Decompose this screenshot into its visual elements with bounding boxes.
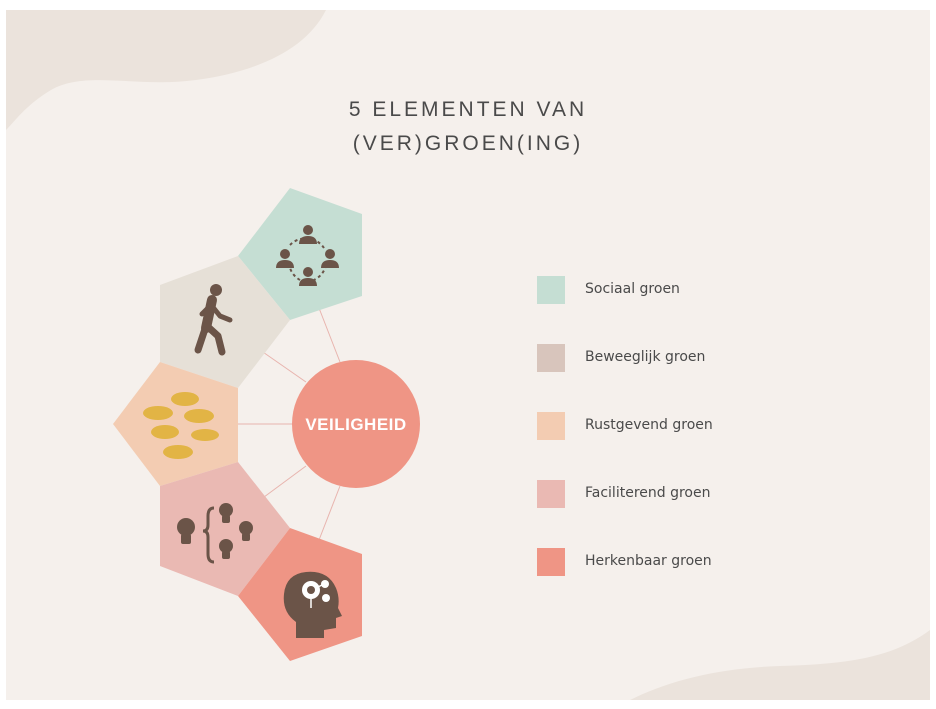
center-circle: [292, 360, 420, 488]
legend-item-faciliterend-groen: Faciliterend groen: [537, 480, 777, 508]
legend-item-beweeglijk-groen: Beweeglijk groen: [537, 344, 777, 372]
lightbulbs-icon: [177, 503, 253, 564]
title-line-1: 5 ELEMENTEN VAN: [348, 98, 588, 121]
legend-label: Beweeglijk groen: [585, 349, 706, 365]
legend-label: Sociaal groen: [585, 281, 680, 297]
center-label: VEILIGHEID: [305, 415, 406, 434]
title-line-2: (VER)GROEN(ING): [352, 132, 584, 155]
pentagon-rustgevend-groen: [113, 362, 238, 486]
background-blob-top-left: [6, 10, 326, 130]
pentagon-sociaal-groen: [238, 188, 362, 320]
legend-label: Rustgevend groen: [585, 417, 713, 433]
legend-swatch: [537, 344, 565, 372]
pentagon-diagram: VEILIGHEID: [113, 188, 420, 661]
slide-canvas: 5 ELEMENTEN VAN (VER)GROEN(ING) VEILIGHE…: [6, 10, 930, 700]
connector-lines: [235, 307, 341, 541]
legend-swatch: [537, 480, 565, 508]
walking-person-icon: [194, 284, 233, 356]
head-mind-icon: [283, 571, 342, 638]
background-blob-bottom-right: [630, 630, 930, 700]
legend-swatch: [537, 276, 565, 304]
legend-swatch: [537, 548, 565, 576]
legend-item-rustgevend-groen: Rustgevend groen: [537, 412, 777, 440]
legend-label: Faciliterend groen: [585, 485, 711, 501]
community-circle-icon: [276, 225, 339, 286]
pentagon-faciliterend-groen: [160, 462, 290, 596]
legend-item-sociaal-groen: Sociaal groen: [537, 276, 777, 304]
legend-item-herkenbaar-groen: Herkenbaar groen: [537, 548, 777, 576]
pentagon-beweeglijk-groen: [160, 256, 290, 388]
legend-label: Herkenbaar groen: [585, 553, 712, 569]
stepping-stones-icon: [143, 392, 219, 459]
legend-swatch: [537, 412, 565, 440]
